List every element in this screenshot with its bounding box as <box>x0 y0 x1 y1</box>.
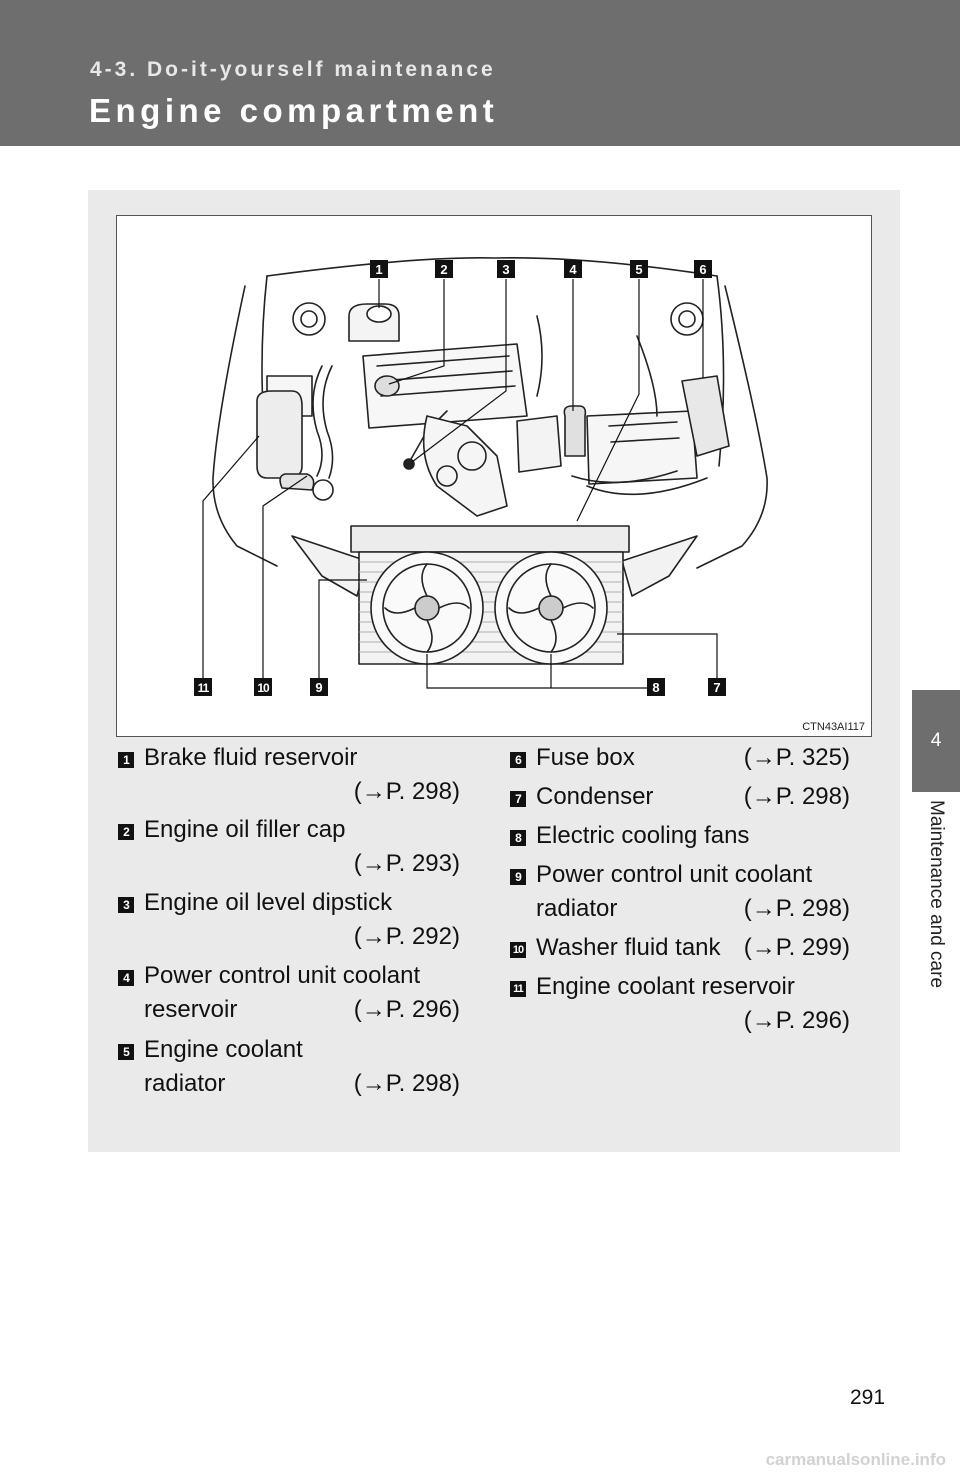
legend-text: Engine coolant <box>144 1036 303 1063</box>
legend-badge: 5 <box>118 1044 134 1060</box>
chapter-label: Maintenance and care <box>926 800 947 989</box>
callout-label: 4 <box>569 262 577 277</box>
callout-label: 5 <box>635 262 642 277</box>
legend-text: Power control unit coolant <box>536 861 813 888</box>
page-reference: (→P. 292) <box>353 923 460 950</box>
legend-badge: 6 <box>510 752 526 768</box>
page-reference: (→P. 298) <box>353 778 460 805</box>
callout-badge <box>310 678 328 696</box>
figure-code: CTN43AI117 <box>802 721 865 733</box>
page-reference: (→P. 296) <box>743 1007 850 1034</box>
legend-badge: 11 <box>510 981 526 997</box>
legend-right: 6 Fuse box (→P. 325) 7 Condenser (→P. 29… <box>508 744 852 1044</box>
legend-badge: 10 <box>510 942 526 958</box>
callout-label: 3 <box>502 262 509 277</box>
engine-diagram: 1 2 3 4 5 6 11 10 9 8 7 CTN43AI117 <box>116 215 872 737</box>
callout-badge <box>694 260 712 278</box>
legend-text: reservoir <box>144 996 238 1023</box>
callout-badge <box>435 260 453 278</box>
page-reference: (→P. 298) <box>743 783 850 810</box>
legend-text: Engine oil level dipstick <box>144 889 393 916</box>
legend-badge: 7 <box>510 791 526 807</box>
callout-badge <box>194 678 212 696</box>
legend-badge: 8 <box>510 830 526 846</box>
callout-label: 10 <box>257 681 270 695</box>
callout-label: 6 <box>699 262 706 277</box>
page-title: Engine compartment <box>89 92 499 129</box>
callout-badge <box>647 678 665 696</box>
watermark: carmanualsonline.info <box>765 1450 946 1469</box>
callout-label: 11 <box>198 681 210 695</box>
legend-text: Fuse box <box>536 744 635 771</box>
legend-left: 1 Brake fluid reservoir (→P. 298) 2 Engi… <box>116 744 462 1104</box>
callout-badge <box>630 260 648 278</box>
callout-label: 7 <box>713 680 720 695</box>
legend-badge: 1 <box>118 752 134 768</box>
legend-text: radiator <box>144 1070 226 1097</box>
page-reference: (→P. 298) <box>353 1070 460 1097</box>
callout-badge <box>564 260 582 278</box>
legend-text: Electric cooling fans <box>536 822 750 849</box>
legend-badge: 9 <box>510 869 526 885</box>
legend-badge: 4 <box>118 970 134 986</box>
legend-badge: 3 <box>118 897 134 913</box>
legend-text: Washer fluid tank <box>536 934 721 961</box>
section-heading: 4-3. Do-it-yourself maintenance <box>90 58 496 81</box>
legend-badge: 2 <box>118 824 134 840</box>
callout-label: 9 <box>315 680 322 695</box>
callout-badge <box>370 260 388 278</box>
engine-illustration: 1 2 3 4 5 6 11 10 9 8 7 <box>194 257 768 696</box>
page-reference: (→P. 299) <box>743 934 850 961</box>
page-reference: (→P. 298) <box>743 895 850 922</box>
page-reference: (→P. 296) <box>353 996 460 1023</box>
page-reference: (→P. 325) <box>743 744 850 771</box>
callout-badge <box>497 260 515 278</box>
legend-text: Power control unit coolant <box>144 962 421 989</box>
legend-text: Engine oil filler cap <box>144 816 346 843</box>
callouts-top: 1 2 3 4 5 6 <box>370 260 712 278</box>
callout-label: 1 <box>375 262 382 277</box>
page-number: 291 <box>850 1386 886 1409</box>
legend-text: Engine coolant reservoir <box>536 973 795 1000</box>
legend-text: radiator <box>536 895 618 922</box>
callout-label: 8 <box>652 680 659 695</box>
chapter-tab[interactable]: 4 <box>912 690 960 792</box>
page-header: 4-3. Do-it-yourself maintenance Engine c… <box>0 0 960 146</box>
callout-badge <box>708 678 726 696</box>
legend-text: Condenser <box>536 783 654 810</box>
page-reference: (→P. 293) <box>353 850 460 877</box>
legend-text: Brake fluid reservoir <box>144 744 358 771</box>
callouts-bottom: 11 10 9 8 7 <box>194 678 726 696</box>
callout-label: 2 <box>440 262 447 277</box>
callout-badge <box>254 678 272 696</box>
